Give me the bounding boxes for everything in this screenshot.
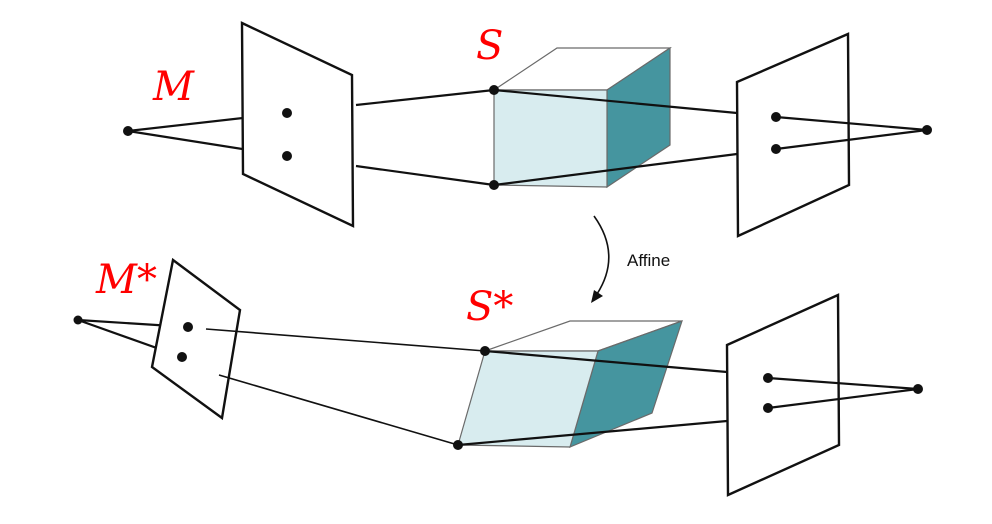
top-right-image-plane xyxy=(735,32,851,238)
top-left-camera-center xyxy=(123,126,133,136)
top-left-image-point-lower xyxy=(282,151,292,161)
top-left-image-plane xyxy=(240,21,355,228)
top-right-ray-lower xyxy=(493,152,738,187)
bottom-right-image-plane xyxy=(725,293,841,497)
bottom-left-image-plane xyxy=(150,257,242,421)
bottom-left-image-point-lower xyxy=(177,352,187,362)
bottom-right-camera-center xyxy=(913,384,923,394)
top-right-ray-upper xyxy=(493,88,738,115)
top-model-label: M xyxy=(152,64,195,110)
bottom-cube-front-face xyxy=(457,350,599,448)
affine-arrow-head xyxy=(591,290,603,303)
top-mid-ray-lower xyxy=(355,164,495,187)
bottom-left-camera-center xyxy=(73,315,83,325)
top-right-camera-center xyxy=(922,125,932,135)
bottom-mid-ray-upper xyxy=(205,328,486,352)
top-cube xyxy=(492,46,672,189)
top-structure-label: S xyxy=(476,23,503,69)
top-mid-ray-upper xyxy=(355,88,495,107)
top-right-cam-ray-upper xyxy=(775,115,928,132)
bottom-right-ray-upper xyxy=(484,349,728,374)
top-scene: M S xyxy=(123,21,932,238)
bottom-right-cam-ray-lower xyxy=(767,387,919,410)
top-cube-front-face xyxy=(493,89,608,188)
bottom-left-image-point-upper xyxy=(183,322,193,332)
top-right-cam-ray-lower xyxy=(775,128,928,151)
bottom-scene: M* S* xyxy=(73,257,923,497)
bottom-right-cam-ray-upper xyxy=(767,376,919,391)
bottom-structure-label: S* xyxy=(466,284,513,330)
bottom-mid-ray-lower xyxy=(218,374,459,446)
affine-label: Affine xyxy=(627,251,670,270)
top-left-image-point-upper xyxy=(282,108,292,118)
bottom-cube xyxy=(457,320,683,449)
affine-transform: Affine xyxy=(591,215,670,303)
bottom-right-ray-lower xyxy=(457,419,728,447)
bottom-model-label: M* xyxy=(95,257,157,303)
affine-arrow-curve xyxy=(593,215,610,295)
